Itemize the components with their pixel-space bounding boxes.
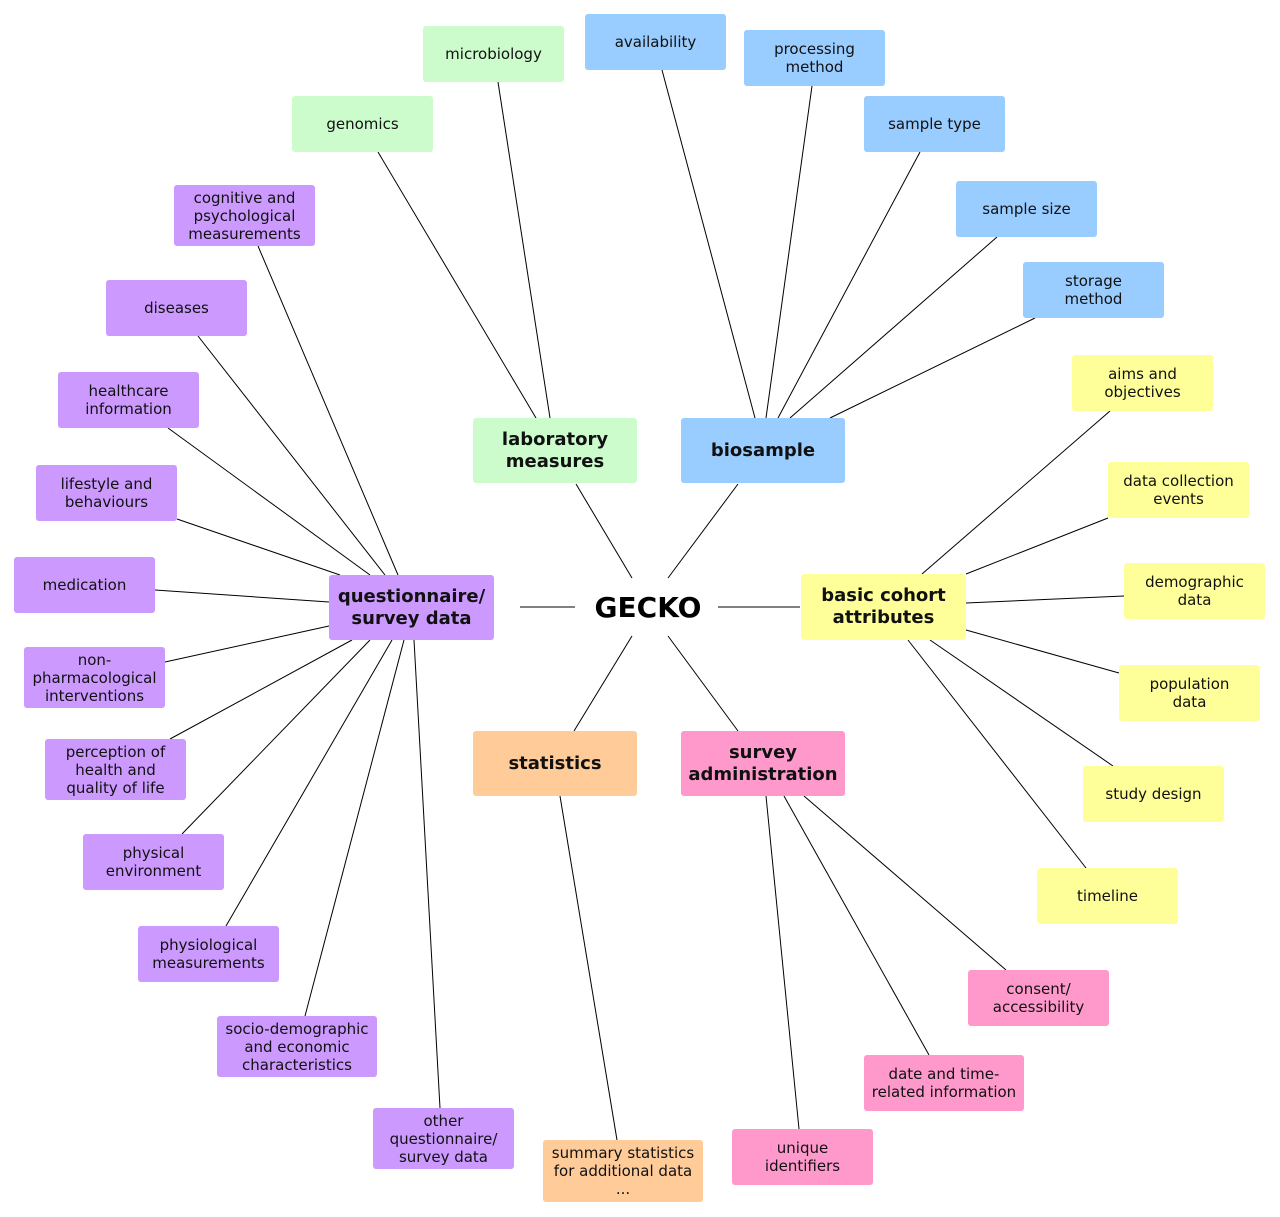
connector-line-12 (829, 317, 1036, 419)
leaf-socio-demographic-and-economic-characteristics: socio-demographic and economic character… (217, 1016, 377, 1077)
connector-line-31 (803, 795, 1007, 971)
leaf-diseases: diseases (106, 280, 247, 336)
connector-line-15 (965, 595, 1125, 604)
connector-line-18 (907, 639, 1087, 869)
leaf-perception-of-health-and-quality-of-life: perception of health and quality of life (45, 739, 186, 800)
connector-line-16 (965, 629, 1120, 674)
center-node-gecko: GECKO (594, 590, 702, 624)
leaf-microbiology: microbiology (423, 26, 564, 82)
leaf-processing-method: processing method (744, 30, 885, 86)
connector-line-7 (497, 81, 551, 419)
leaf-availability: availability (585, 14, 726, 70)
connector-line-13 (921, 410, 1111, 575)
leaf-aims-and-objectives: aims and objectives (1072, 355, 1213, 411)
leaf-demographic-data: demographic data (1124, 563, 1265, 619)
leaf-genomics: genomics (292, 96, 433, 152)
connector-line-11 (789, 236, 998, 419)
connector-line-19 (257, 245, 399, 576)
connector-line-24 (164, 625, 330, 663)
connector-line-29 (413, 639, 441, 1109)
connector-line-25 (169, 639, 353, 740)
connector-line-33 (765, 795, 800, 1130)
branch-questionnaire-survey-data: questionnaire/ survey data (329, 575, 494, 640)
connector-line-27 (225, 639, 393, 927)
connector-line-4 (573, 635, 633, 732)
leaf-healthcare-information: healthcare information (58, 372, 199, 428)
branch-statistics: statistics (473, 731, 637, 796)
leaf-physical-environment: physical environment (83, 834, 224, 890)
leaf-sample-size: sample size (956, 181, 1097, 237)
branch-biosample: biosample (681, 418, 845, 483)
leaf-lifestyle-and-behaviours: lifestyle and behaviours (36, 465, 177, 521)
leaf-consent-accessibility: consent/ accessibility (968, 970, 1109, 1026)
leaf-other-questionnaire-survey-data: other questionnaire/ survey data (373, 1108, 514, 1169)
connector-line-21 (167, 427, 371, 576)
connector-line-3 (667, 483, 739, 579)
leaf-data-collection-events: data collection events (1108, 462, 1249, 518)
connector-line-8 (661, 69, 756, 419)
connector-line-2 (575, 483, 633, 579)
leaf-physiological-measurements: physiological measurements (138, 926, 279, 982)
leaf-unique-identifiers: unique identifiers (732, 1129, 873, 1185)
connector-line-30 (559, 795, 618, 1141)
leaf-timeline: timeline (1037, 868, 1178, 924)
connector-line-14 (965, 517, 1109, 575)
leaf-medication: medication (14, 557, 155, 613)
leaf-sample-type: sample type (864, 96, 1005, 152)
leaf-date-and-time-related-information: date and time- related information (864, 1055, 1024, 1111)
leaf-summary-statistics-for-additional-data: summary statistics for additional data .… (543, 1140, 703, 1202)
leaf-study-design: study design (1083, 766, 1224, 822)
connector-line-5 (667, 635, 739, 732)
leaf-storage-method: storage method (1023, 262, 1164, 318)
connector-line-17 (929, 639, 1114, 767)
connector-line-22 (176, 518, 341, 576)
leaf-cognitive-and-psychological-measurements: cognitive and psychological measurements (174, 185, 315, 246)
connector-line-23 (154, 589, 330, 603)
connector-line-9 (765, 85, 813, 419)
branch-laboratory-measures: laboratory measures (473, 418, 637, 483)
connector-line-20 (197, 335, 386, 576)
connector-line-6 (377, 151, 537, 419)
connector-line-32 (783, 795, 930, 1056)
leaf-non-pharmacological-interventions: non- pharmacological interventions (24, 647, 165, 708)
branch-basic-cohort-attributes: basic cohort attributes (801, 574, 966, 640)
branch-survey-administration: survey administration (681, 731, 845, 796)
connector-line-26 (181, 639, 371, 835)
connector-line-28 (304, 639, 405, 1017)
connector-line-10 (777, 151, 921, 419)
leaf-population-data: population data (1119, 665, 1260, 721)
